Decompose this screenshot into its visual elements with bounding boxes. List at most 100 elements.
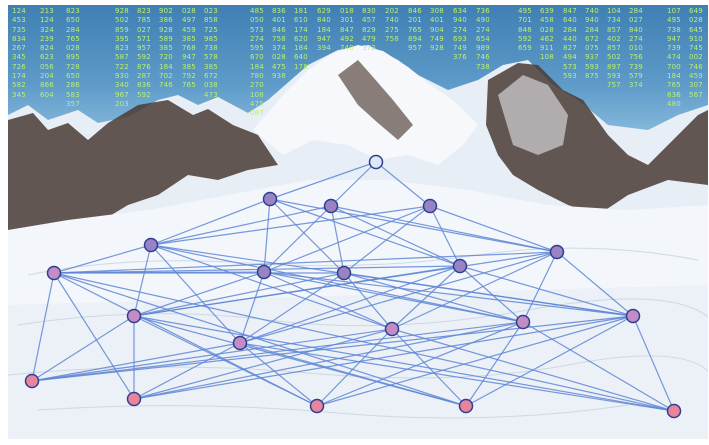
number-overlay: 124 453 735 834 267 345 726 174 582 345 … <box>8 5 708 135</box>
number-column: 308 401 904 749 928 <box>430 7 444 53</box>
graph-edge <box>150 244 524 323</box>
graph-edge <box>263 198 271 273</box>
number-column: 202 740 275 758 <box>385 7 399 43</box>
graph-edge <box>330 205 558 253</box>
graph-edge <box>31 342 241 382</box>
graph-edge <box>391 328 467 407</box>
graph-edge <box>239 342 467 407</box>
graph-edge <box>263 271 634 317</box>
graph-edge <box>150 244 241 344</box>
graph-edge <box>31 315 634 382</box>
graph-node <box>666 403 682 419</box>
graph-edge <box>316 315 634 407</box>
graph-edge <box>53 244 152 274</box>
graph-edge <box>330 161 377 207</box>
graph-node <box>126 391 142 407</box>
number-column: 928 502 859 395 823 587 722 930 340 967 … <box>115 7 129 108</box>
number-column: 836 401 846 758 374 028 475 938 <box>272 7 286 81</box>
graph-node <box>126 308 142 324</box>
graph-edge <box>263 271 393 330</box>
graph-node <box>384 321 400 337</box>
graph-edge <box>391 265 461 330</box>
graph-node <box>458 398 474 414</box>
graph-edge <box>343 205 431 274</box>
graph-node <box>309 398 325 414</box>
graph-node <box>256 264 272 280</box>
number-column: 028 497 459 385 768 947 385 792 765 <box>182 7 196 90</box>
graph-edge <box>343 272 524 323</box>
graph-edge <box>269 198 461 267</box>
graph-edge <box>316 321 524 407</box>
graph-edge <box>316 328 393 407</box>
graph-edge <box>150 205 332 246</box>
number-column: 823 650 284 765 028 895 728 650 286 583 … <box>66 7 80 108</box>
number-column: 495 701 846 592 659 <box>518 7 532 53</box>
number-column: 902 386 928 589 385 720 184 702 746 <box>159 7 173 90</box>
graph-node <box>143 237 159 253</box>
graph-edge <box>31 321 524 382</box>
graph-edge <box>53 272 675 412</box>
graph-edge <box>391 251 558 330</box>
number-column: 018 301 847 492 740 <box>340 7 354 53</box>
graph-edge <box>150 205 431 246</box>
graph-edge <box>133 342 241 400</box>
graph-node <box>336 265 352 281</box>
graph-edge <box>429 205 558 253</box>
graph-edge <box>239 265 461 344</box>
graph-edge <box>133 271 265 317</box>
graph-edge <box>556 251 634 317</box>
graph-node <box>232 335 248 351</box>
number-column: 634 940 274 693 749 376 <box>453 7 467 62</box>
graph-edge <box>632 315 675 412</box>
graph-node <box>452 258 468 274</box>
graph-edge <box>53 265 461 274</box>
number-column: 284 027 840 274 010 756 739 579 374 <box>629 7 643 90</box>
number-column: 124 453 735 834 267 345 726 174 582 345 <box>12 7 26 99</box>
number-column: 736 490 274 654 989 746 738 <box>476 7 490 71</box>
number-column: 649 028 645 910 745 002 746 459 307 567 <box>689 7 703 99</box>
graph-edge <box>239 272 345 344</box>
graph-edge <box>150 198 271 246</box>
graph-node <box>323 198 339 214</box>
graph-edge <box>269 161 377 200</box>
graph-edge <box>53 251 558 274</box>
graph-edge <box>465 315 634 407</box>
graph-node <box>515 314 531 330</box>
graph-edge <box>133 251 558 317</box>
number-column: 107 495 738 947 739 474 700 184 765 836 … <box>667 7 681 108</box>
number-column: 104 734 857 402 857 502 897 593 757 <box>607 7 621 90</box>
graph-edge <box>133 272 345 317</box>
graph-edge <box>133 315 318 407</box>
graph-edge <box>239 251 558 344</box>
graph-edge <box>263 205 332 273</box>
number-column: 213 124 324 239 824 623 056 204 866 604 <box>40 7 54 99</box>
number-column: 823 785 027 571 957 592 876 287 836 592 <box>137 7 151 99</box>
graph-edge <box>263 271 524 323</box>
graph-edge <box>133 315 675 412</box>
number-column: 181 610 174 620 184 640 178 <box>294 7 308 71</box>
graph-edge <box>150 244 393 330</box>
graph-node <box>625 308 641 324</box>
graph-edge <box>133 244 152 317</box>
graph-edge <box>31 328 393 382</box>
graph-edge <box>53 272 135 400</box>
graph-edge <box>330 205 461 267</box>
graph-edge <box>522 251 558 323</box>
number-column: 629 840 184 947 394 <box>317 7 331 53</box>
graph-edge <box>522 321 675 412</box>
graph-node <box>549 244 565 260</box>
graph-node <box>24 373 40 389</box>
graph-edge <box>239 271 265 344</box>
graph-edge <box>269 198 345 274</box>
graph-edge <box>269 198 558 253</box>
graph-node <box>422 198 438 214</box>
number-column: 740 940 284 672 075 937 593 875 <box>585 7 599 81</box>
graph-edge <box>263 205 431 273</box>
graph-edge <box>343 272 634 317</box>
number-column: 830 457 829 479 372 <box>362 7 376 53</box>
graph-node <box>262 191 278 207</box>
graph-edge <box>31 272 55 382</box>
graph-edge <box>459 265 634 317</box>
